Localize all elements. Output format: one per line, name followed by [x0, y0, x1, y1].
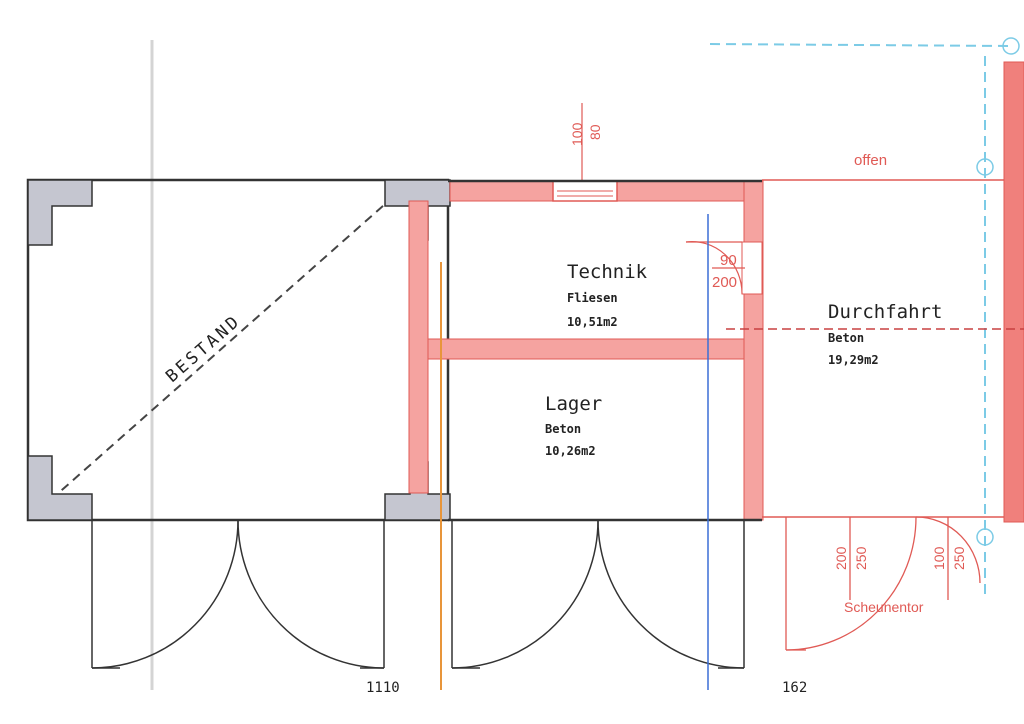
window-dim-sill: 80 [587, 124, 603, 140]
room-name: Lager [545, 393, 602, 415]
barn-gate [785, 516, 981, 651]
column-top-left [27, 179, 93, 246]
bestand-label: BESTAND [162, 311, 245, 387]
bottom-dim-right: 162 [782, 680, 807, 696]
gate-dim-2: 250 [853, 546, 869, 570]
gate-dim-3: 100 [931, 546, 947, 570]
door-dim-width: 90 [720, 252, 737, 269]
room-name: Technik [567, 261, 648, 283]
existing-building: BESTAND [26, 178, 451, 522]
room-floor: Beton [545, 422, 581, 436]
column-bottom-left [27, 455, 93, 521]
technik-door [685, 241, 745, 295]
open-label: offen [854, 152, 887, 169]
property-boundary [709, 37, 1020, 600]
window-dim-height: 100 [569, 122, 585, 146]
room-area: 10,26m2 [545, 444, 596, 458]
new-walls [408, 61, 1024, 523]
passage-outline [726, 179, 1024, 518]
existing-doors [91, 519, 745, 669]
room-lager: Lager Beton 10,26m2 [545, 393, 602, 458]
room-technik: Technik Fliesen 10,51m2 [567, 261, 648, 329]
gate-dim-1: 200 [833, 546, 849, 570]
room-floor: Fliesen [567, 291, 618, 305]
room-name: Durchfahrt [828, 301, 942, 323]
room-durchfahrt: Durchfahrt Beton 19,29m2 [828, 301, 942, 367]
room-floor: Beton [828, 331, 864, 345]
room-area: 19,29m2 [828, 353, 879, 367]
new-outline [448, 179, 762, 522]
room-area: 10,51m2 [567, 315, 618, 329]
bottom-dim-left: 1110 [366, 680, 400, 696]
door-dim-height: 200 [712, 274, 737, 291]
gate-dim-4: 250 [951, 546, 967, 570]
gate-label: Scheunentor [844, 599, 924, 615]
